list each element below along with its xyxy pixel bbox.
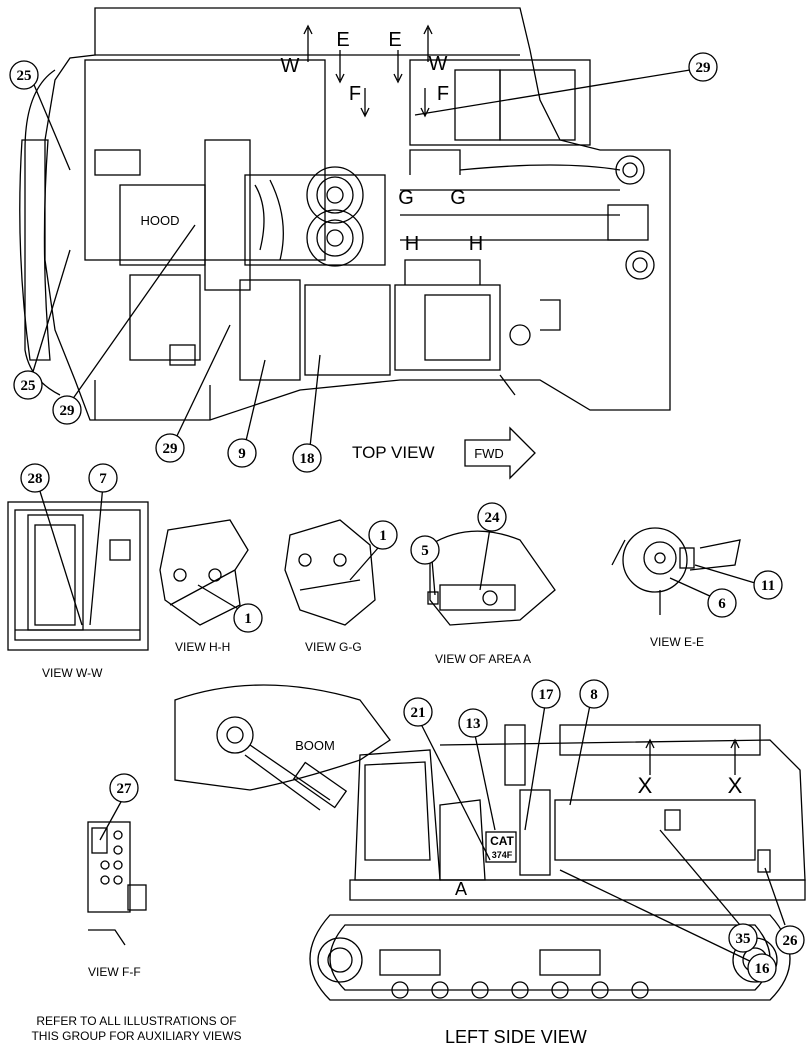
footnote-line-1: REFER TO ALL ILLUSTRATIONS OF	[36, 1014, 237, 1028]
callout-11: 11	[753, 570, 783, 600]
svg-text:29: 29	[696, 60, 711, 76]
callout-18: 18	[292, 443, 322, 473]
svg-text:17: 17	[539, 687, 555, 703]
callout-28: 28	[20, 463, 50, 493]
svg-text:28: 28	[28, 471, 43, 487]
view-area-a-drawing	[427, 527, 556, 626]
svg-text:5: 5	[421, 543, 429, 559]
callout-29-mid: 29	[155, 433, 185, 463]
section-letters: W E E W F F G G H H X X A	[281, 29, 743, 899]
section-f-right: F	[437, 83, 449, 105]
view-hh-title: VIEW H-H	[175, 640, 231, 654]
view-gg-drawing	[284, 519, 379, 626]
svg-text:1: 1	[379, 528, 387, 544]
callouts: 25 25 29 29 29 9 18 28 7 1 1 5 24 11 6 2…	[9, 52, 805, 983]
fwd-label: FWD	[474, 446, 504, 461]
callout-24: 24	[477, 502, 507, 532]
section-f-left: F	[349, 83, 361, 105]
callout-21: 21	[403, 697, 433, 727]
callout-5: 5	[410, 535, 440, 565]
svg-text:29: 29	[60, 403, 75, 419]
view-ww-title: VIEW W-W	[42, 666, 103, 680]
fwd-arrow	[464, 426, 536, 480]
section-g-left: G	[398, 187, 414, 209]
section-e-left: E	[336, 29, 349, 51]
section-w-left: W	[281, 55, 300, 77]
view-gg-title: VIEW G-G	[305, 640, 362, 654]
svg-text:1: 1	[244, 611, 252, 627]
view-ff-title: VIEW F-F	[88, 965, 141, 979]
svg-text:8: 8	[590, 687, 598, 703]
callout-6: 6	[707, 588, 737, 618]
view-ff-drawing	[87, 799, 147, 946]
top-view-drawing	[19, 7, 691, 448]
callout-26: 26	[775, 925, 805, 955]
callout-35: 35	[728, 923, 758, 953]
callout-7: 7	[88, 463, 118, 493]
callout-8: 8	[579, 679, 609, 709]
callout-27: 27	[109, 773, 139, 803]
svg-text:29: 29	[163, 441, 178, 457]
callout-29-left: 29	[52, 395, 82, 425]
callout-16: 16	[747, 953, 777, 983]
svg-text:35: 35	[736, 931, 751, 947]
svg-text:9: 9	[238, 446, 246, 462]
view-ee-title: VIEW E-E	[650, 635, 705, 649]
section-w-right: W	[429, 53, 448, 75]
section-h-left: H	[405, 233, 419, 255]
section-x-right: X	[728, 773, 743, 798]
svg-text:6: 6	[718, 596, 726, 612]
hood-label: HOOD	[141, 213, 180, 228]
top-view-title: TOP VIEW	[352, 443, 435, 462]
boom-label: BOOM	[295, 738, 335, 753]
view-ww-drawing	[7, 484, 149, 651]
section-g-right: G	[450, 187, 466, 209]
area-a-marker: A	[455, 879, 467, 899]
section-e-right: E	[388, 29, 401, 51]
svg-text:11: 11	[761, 578, 775, 594]
view-hh-drawing	[159, 519, 249, 626]
view-area-a-title: VIEW OF AREA A	[435, 652, 532, 666]
callout-29-right: 29	[688, 52, 718, 82]
callout-1-hh: 1	[233, 603, 263, 633]
model-badge: 374F	[492, 850, 513, 860]
svg-text:25: 25	[21, 378, 36, 394]
svg-text:25: 25	[17, 68, 32, 84]
callout-1-gg: 1	[368, 520, 398, 550]
view-ee-drawing	[611, 527, 756, 615]
callout-17: 17	[531, 679, 561, 709]
left-side-view-title: LEFT SIDE VIEW	[445, 1027, 587, 1047]
svg-text:21: 21	[411, 705, 426, 721]
section-h-right: H	[469, 233, 483, 255]
footnote-line-2: THIS GROUP FOR AUXILIARY VIEWS	[31, 1029, 242, 1043]
svg-text:27: 27	[117, 781, 133, 797]
svg-text:18: 18	[300, 451, 315, 467]
callout-9: 9	[227, 438, 257, 468]
section-x-left: X	[638, 773, 653, 798]
svg-text:26: 26	[783, 933, 799, 949]
callout-25-bottom: 25	[13, 370, 43, 400]
svg-text:7: 7	[99, 471, 107, 487]
svg-text:24: 24	[485, 510, 501, 526]
callout-13: 13	[458, 708, 488, 738]
cat-badge: CAT	[490, 834, 514, 848]
svg-text:13: 13	[466, 716, 481, 732]
svg-text:16: 16	[755, 961, 771, 977]
callout-25-top: 25	[9, 60, 39, 90]
